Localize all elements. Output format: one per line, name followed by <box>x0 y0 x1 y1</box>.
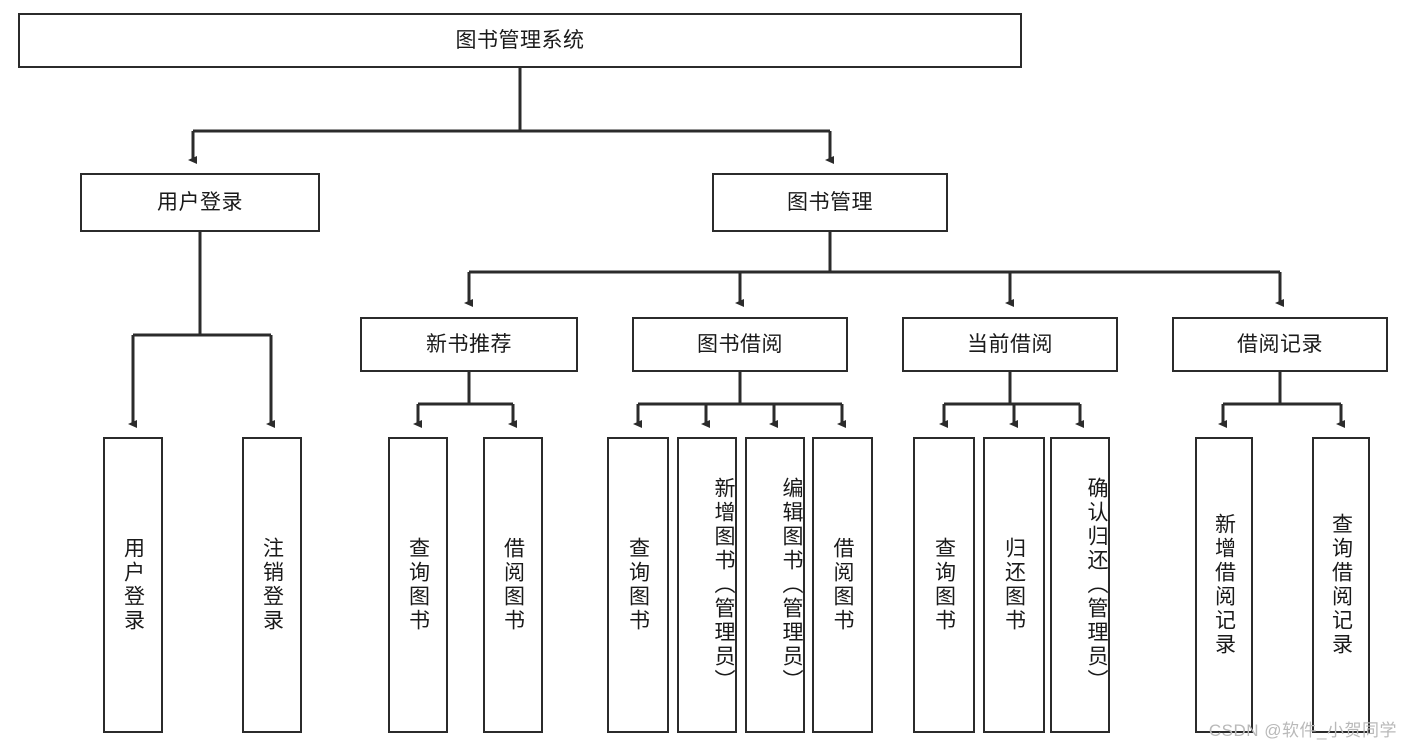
leaf-current-query-book[interactable]: 查询图书 <box>913 437 975 733</box>
node-book-management[interactable]: 图书管理 <box>712 173 948 232</box>
node-new-book-recommend[interactable]: 新书推荐 <box>360 317 578 372</box>
node-book-management-label: 图书管理 <box>787 190 873 214</box>
leaf-borrow-add-book-label: 新增图书（管理员） <box>712 477 735 693</box>
leaf-borrow-edit-book[interactable]: 编辑图书（管理员） <box>745 437 805 733</box>
node-book-borrow-label: 图书借阅 <box>697 332 783 356</box>
node-new-book-recommend-label: 新书推荐 <box>426 332 512 356</box>
leaf-new-book-query-label: 查询图书 <box>406 537 430 633</box>
node-current-borrow-label: 当前借阅 <box>967 332 1053 356</box>
leaf-record-query[interactable]: 查询借阅记录 <box>1312 437 1370 733</box>
node-book-borrow[interactable]: 图书借阅 <box>632 317 848 372</box>
node-borrow-record[interactable]: 借阅记录 <box>1172 317 1388 372</box>
leaf-user-login-logout[interactable]: 注销登录 <box>242 437 302 733</box>
leaf-current-return-book-label: 归还图书 <box>1002 537 1026 633</box>
node-current-borrow[interactable]: 当前借阅 <box>902 317 1118 372</box>
node-borrow-record-label: 借阅记录 <box>1237 332 1323 356</box>
leaf-new-book-borrow-label: 借阅图书 <box>501 537 525 633</box>
watermark: CSDN @软件_小贺同学 <box>1208 721 1397 740</box>
leaf-new-book-borrow[interactable]: 借阅图书 <box>483 437 543 733</box>
leaf-current-confirm-return-label: 确认归还（管理员） <box>1085 477 1108 693</box>
node-root-label: 图书管理系统 <box>455 28 585 52</box>
node-user-login[interactable]: 用户登录 <box>80 173 320 232</box>
leaf-user-login-login[interactable]: 用户登录 <box>103 437 163 733</box>
leaf-current-return-book[interactable]: 归还图书 <box>983 437 1045 733</box>
leaf-user-login-login-label: 用户登录 <box>121 537 145 633</box>
leaf-record-add-label: 新增借阅记录 <box>1212 513 1236 657</box>
leaf-record-query-label: 查询借阅记录 <box>1329 513 1353 657</box>
leaf-current-confirm-return[interactable]: 确认归还（管理员） <box>1050 437 1110 733</box>
leaf-current-query-book-label: 查询图书 <box>932 537 956 633</box>
leaf-user-login-logout-label: 注销登录 <box>260 537 284 633</box>
leaf-new-book-query[interactable]: 查询图书 <box>388 437 448 733</box>
leaf-borrow-edit-book-label: 编辑图书（管理员） <box>780 477 803 693</box>
node-user-login-label: 用户登录 <box>157 190 243 214</box>
leaf-borrow-borrow-book[interactable]: 借阅图书 <box>812 437 873 733</box>
leaf-record-add[interactable]: 新增借阅记录 <box>1195 437 1253 733</box>
leaf-borrow-query-book[interactable]: 查询图书 <box>607 437 669 733</box>
leaf-borrow-add-book[interactable]: 新增图书（管理员） <box>677 437 737 733</box>
node-root[interactable]: 图书管理系统 <box>18 13 1022 68</box>
leaf-borrow-borrow-book-label: 借阅图书 <box>831 537 855 633</box>
leaf-borrow-query-book-label: 查询图书 <box>626 537 650 633</box>
